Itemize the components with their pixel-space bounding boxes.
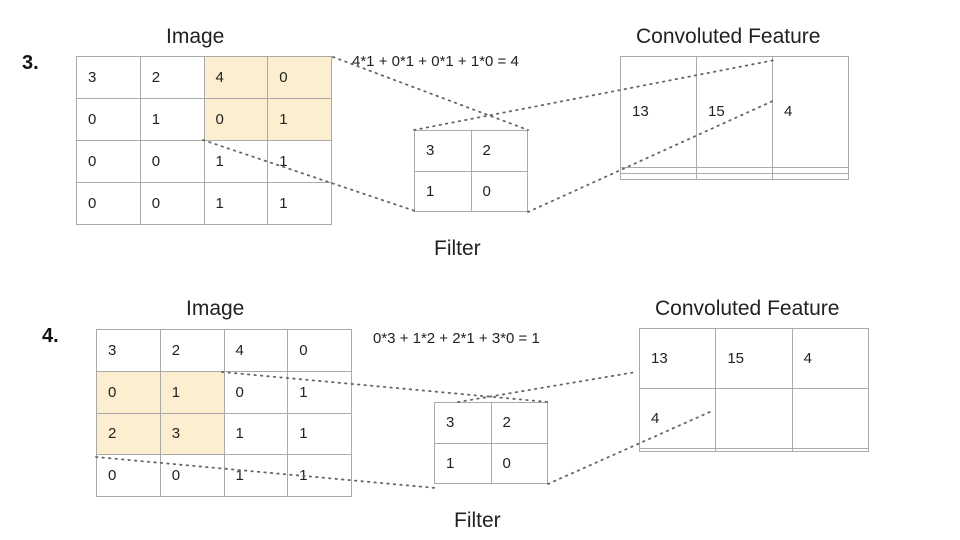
step-3-image-cell: 1 — [267, 182, 332, 225]
step-3-image-cell: 0 — [203, 98, 269, 141]
step-3-feature-title: Convoluted Feature — [636, 25, 821, 48]
step-3-filter-cell: 2 — [470, 130, 528, 172]
step-3-image-title: Image — [166, 25, 225, 48]
step-4-image-cell: 0 — [159, 454, 225, 497]
step-4-feature-cell: 13 — [638, 328, 717, 389]
step-4-feature-cell: 15 — [715, 328, 793, 389]
step-4-feature-title: Convoluted Feature — [655, 297, 840, 320]
step-3-image-cell: 1 — [267, 140, 332, 183]
step-3-image-cell: 4 — [203, 56, 269, 99]
step-4-feature-row: 4 — [638, 387, 870, 449]
step-4-image-cell: 4 — [223, 329, 289, 372]
step-3-image-cell: 2 — [139, 56, 205, 99]
step-4-image-cell: 3 — [96, 329, 161, 372]
step-4-image-cell: 1 — [223, 412, 289, 456]
step-4-feature-cell: 4 — [791, 328, 870, 389]
step-4-number: 4. — [42, 325, 59, 347]
step-4-image-cell: 1 — [287, 454, 352, 497]
step-3-formula: 4*1 + 0*1 + 0*1 + 1*0 = 4 — [352, 53, 519, 70]
step-4-image-cell: 1 — [287, 370, 352, 414]
step-4-feature-cell: 4 — [638, 387, 717, 449]
step-4-feature-cell — [791, 447, 870, 453]
step-3-feature-cell: 15 — [696, 56, 773, 168]
step-3-image-cell: 0 — [267, 56, 332, 99]
step-4-image-cell: 2 — [159, 329, 225, 372]
step-4-image-cell: 1 — [159, 370, 225, 414]
step-4-feature-cell — [715, 387, 793, 449]
step-3-image-cell: 1 — [139, 98, 205, 141]
step-3-image-cell: 0 — [139, 182, 205, 225]
step-3-image-cell: 1 — [203, 182, 269, 225]
step-4-feature-cell — [638, 447, 717, 453]
step-3-number: 3. — [22, 52, 39, 74]
step-4-filter-cell: 0 — [490, 442, 548, 484]
step-3-image-cell: 0 — [76, 140, 141, 183]
step-3-image-cell: 1 — [267, 98, 332, 141]
step-4-image-cell: 0 — [223, 370, 289, 414]
step-3-filter-cell: 1 — [414, 170, 472, 212]
step-4-image-cell: 2 — [96, 412, 161, 456]
step-4-image-cell: 3 — [159, 412, 225, 456]
step-3-feature-cell — [772, 172, 849, 181]
step-4-filter-cell: 3 — [434, 402, 492, 444]
step-3-image-cell: 3 — [76, 56, 141, 99]
step-3-feature-cell — [696, 172, 773, 181]
step-4-image-cell: 0 — [287, 329, 352, 372]
step-3-feature-cell: 13 — [620, 56, 697, 168]
step-3-filter-cell: 0 — [470, 170, 528, 212]
step-3-image-cell: 0 — [139, 140, 205, 183]
step-4-image-cell: 1 — [287, 412, 352, 456]
step-3-image-cell: 0 — [76, 182, 141, 225]
step-4-formula: 0*3 + 1*2 + 2*1 + 3*0 = 1 — [373, 330, 540, 347]
step-4-filter-cell: 2 — [490, 402, 548, 444]
step-4-image-cell: 0 — [96, 454, 161, 497]
step-3-filter-cell: 3 — [414, 130, 472, 172]
step-3-image-cell: 1 — [203, 140, 269, 183]
step-4-filter-title: Filter — [454, 509, 501, 532]
step-3-feature-row — [620, 172, 849, 181]
step-3-image-cell: 0 — [76, 98, 141, 141]
step-4-feature-cell — [791, 387, 870, 449]
step-4-filter-cell: 1 — [434, 442, 492, 484]
step-4-connector-filter-feature-top — [457, 371, 637, 403]
step-4-image-cell: 1 — [223, 454, 289, 497]
step-4-feature-cell — [715, 447, 793, 453]
step-4-image-cell: 0 — [96, 370, 161, 414]
step-4-feature-row — [638, 447, 870, 453]
step-4-image-title: Image — [186, 297, 245, 320]
step-3-feature-cell — [620, 172, 697, 181]
step-3-filter-title: Filter — [434, 237, 481, 260]
step-3-feature-cell: 4 — [772, 56, 849, 168]
